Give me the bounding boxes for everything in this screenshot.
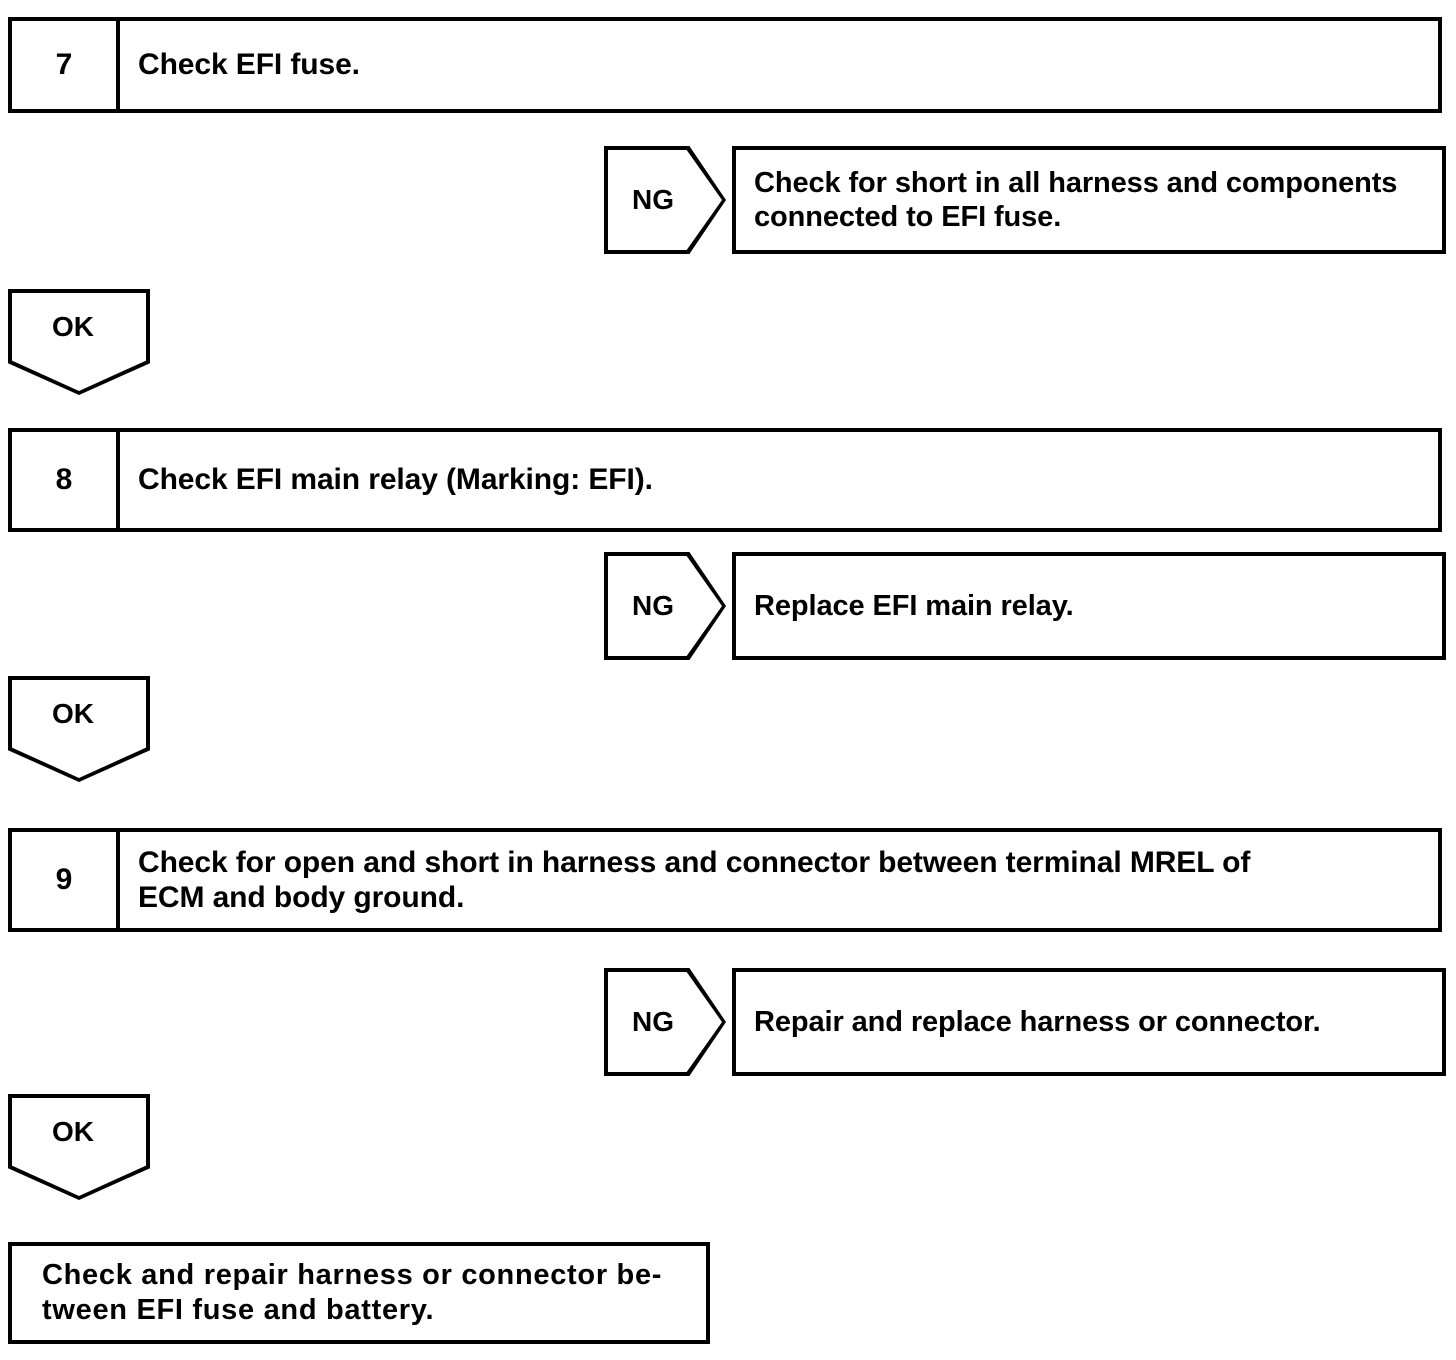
ng-branch-7: NG Check for short in all harness and co… bbox=[604, 146, 1446, 254]
step-description: Check EFI main relay (Marking: EFI). bbox=[138, 463, 653, 497]
step-number: 7 bbox=[12, 21, 120, 109]
ok-label: OK bbox=[12, 680, 146, 778]
step-box-7: 7 Check EFI fuse. bbox=[8, 17, 1442, 113]
ng-label: NG bbox=[608, 556, 722, 656]
ng-arrow-tag: NG bbox=[604, 552, 726, 660]
step-box-9: 9 Check for open and short in harness an… bbox=[8, 828, 1442, 932]
step-number: 9 bbox=[12, 832, 120, 928]
ng-arrow-tag: NG bbox=[604, 968, 726, 1076]
ok-label: OK bbox=[12, 293, 146, 391]
ng-result-box: Repair and replace harness or connector. bbox=[732, 968, 1446, 1076]
step-number: 8 bbox=[12, 432, 120, 528]
step-description: Check EFI fuse. bbox=[138, 48, 360, 82]
ng-result-box: Replace EFI main relay. bbox=[732, 552, 1446, 660]
step-box-8: 8 Check EFI main relay (Marking: EFI). bbox=[8, 428, 1442, 532]
ok-banner-7: OK bbox=[8, 289, 150, 395]
ok-banner-8: OK bbox=[8, 676, 150, 782]
ok-banner-9: OK bbox=[8, 1094, 150, 1200]
ng-arrow-tag: NG bbox=[604, 146, 726, 254]
ng-result-box: Check for short in all harness and compo… bbox=[732, 146, 1446, 254]
conclusion-box: Check and repair harness or connector be… bbox=[8, 1242, 710, 1344]
step-description: Check for open and short in harness and … bbox=[138, 845, 1251, 914]
ng-branch-9: NG Repair and replace harness or connect… bbox=[604, 968, 1446, 1076]
ng-label: NG bbox=[608, 150, 722, 250]
ng-label: NG bbox=[608, 972, 722, 1072]
ng-branch-8: NG Replace EFI main relay. bbox=[604, 552, 1446, 660]
ok-label: OK bbox=[12, 1098, 146, 1196]
